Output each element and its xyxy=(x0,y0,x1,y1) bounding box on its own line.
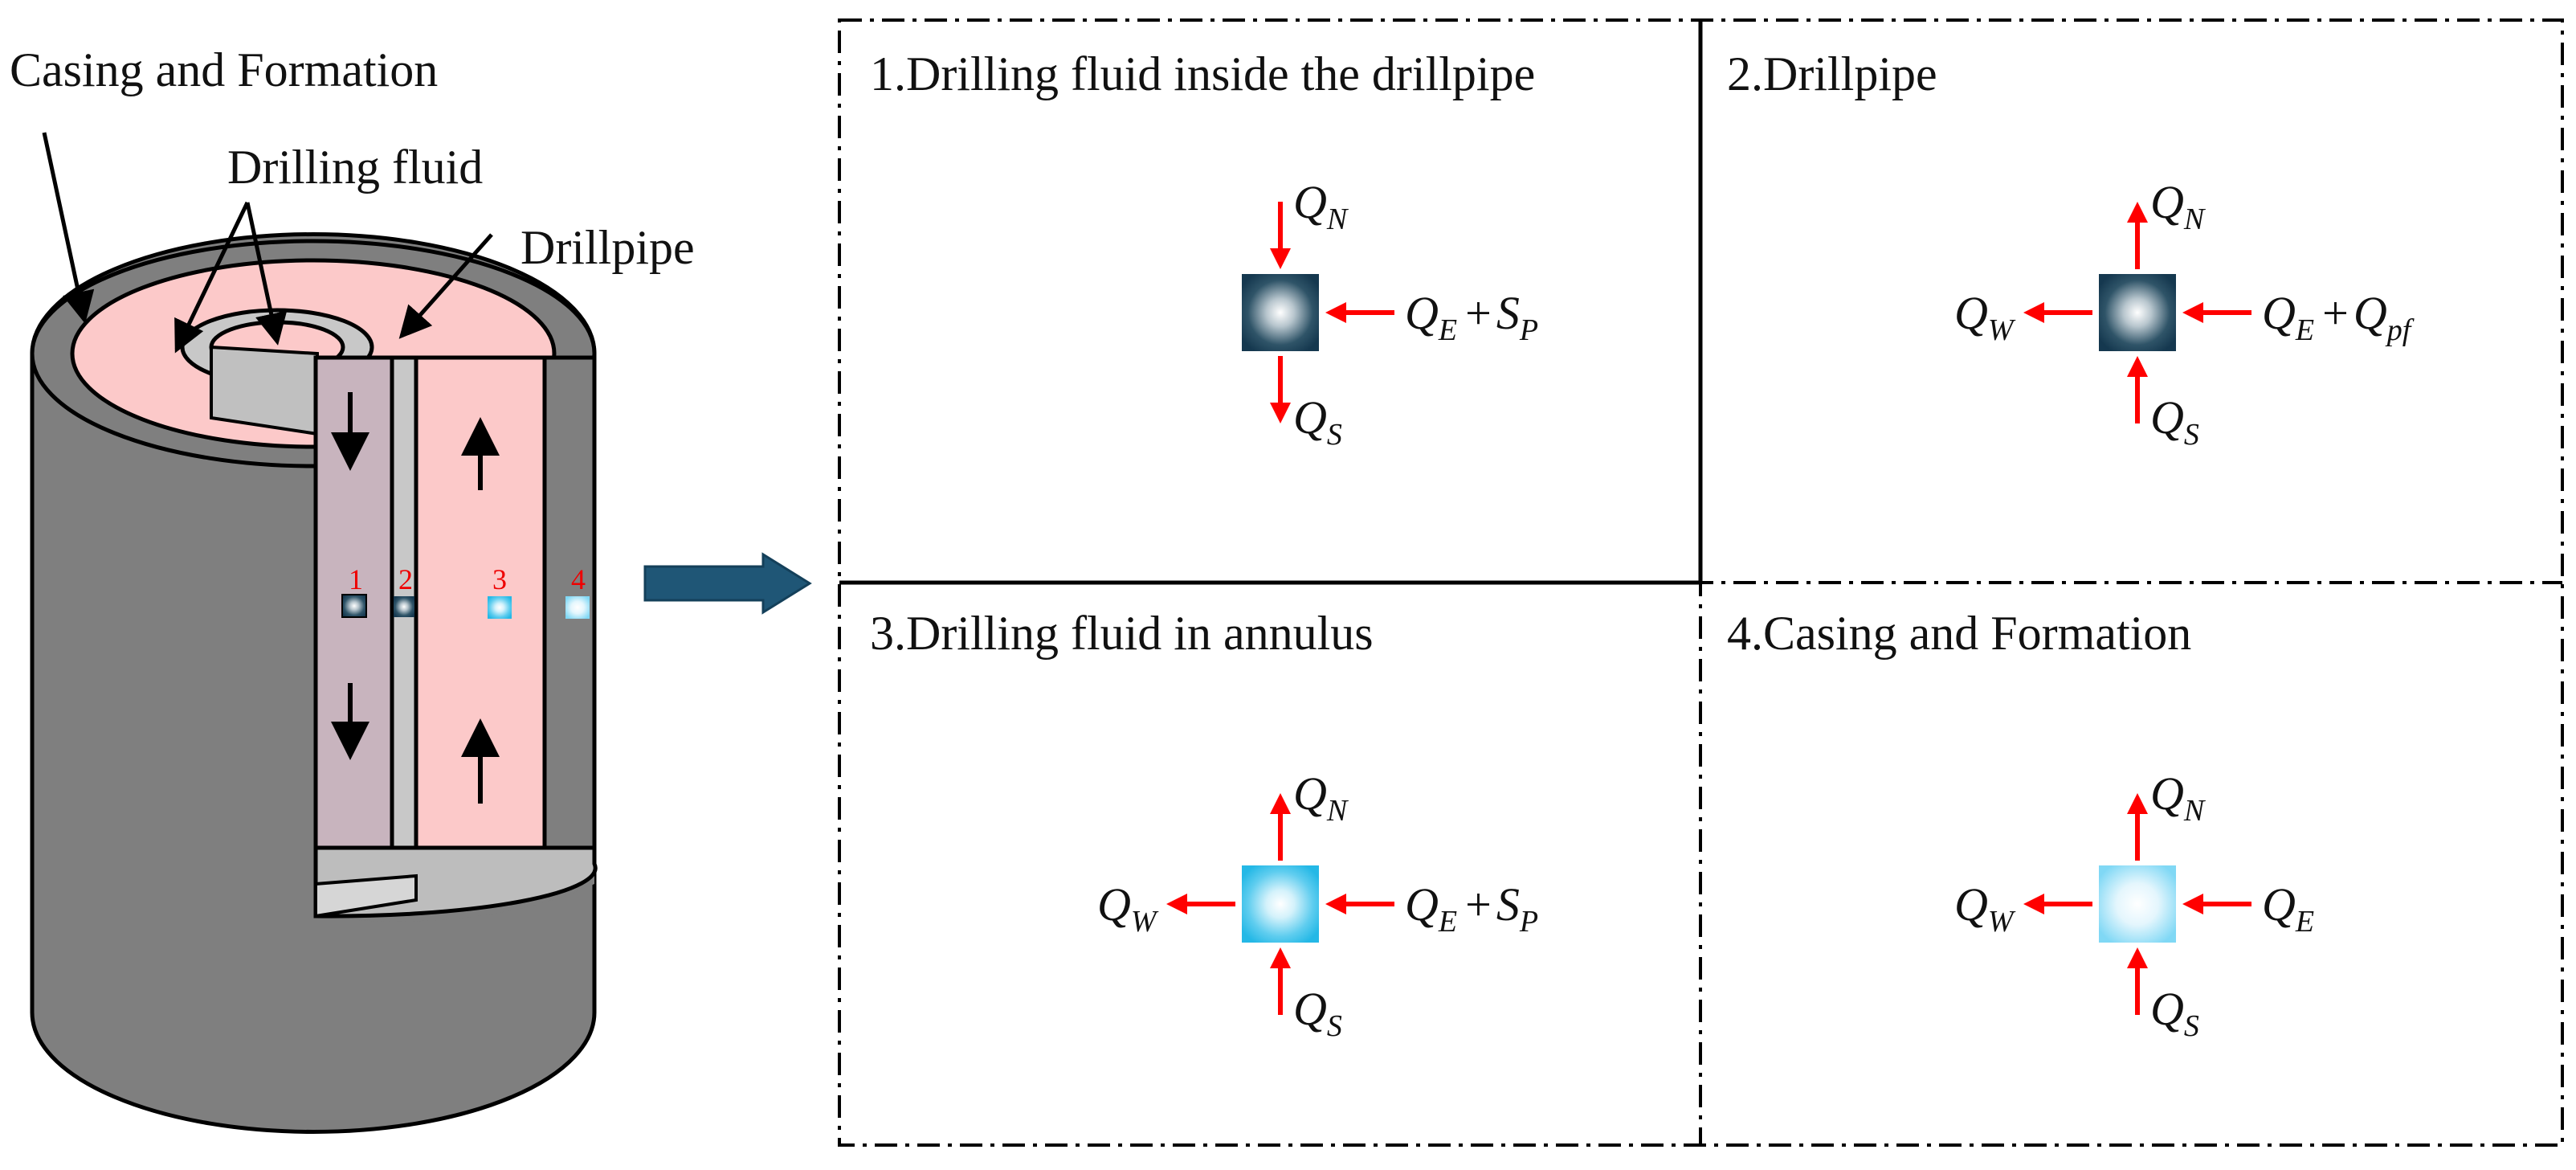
flux-e-label-1: QE+SP xyxy=(1405,287,1538,347)
flux-w-arrow-4 xyxy=(2023,894,2092,914)
leader-fluid-a xyxy=(174,201,250,354)
flux-s-label-4: QS xyxy=(2150,983,2199,1043)
stencil-cell-2 xyxy=(2099,274,2176,351)
cylinder-model: 1 2 3 4 xyxy=(30,232,598,1134)
flux-s-label-2: QS xyxy=(2150,391,2199,452)
node-number-1: 1 xyxy=(349,563,363,595)
flux-n-label-3: QN xyxy=(1293,767,1349,828)
flux-n-arrow-3 xyxy=(1270,793,1291,861)
stencil-cell-4 xyxy=(2099,865,2176,943)
flux-s-arrow-2 xyxy=(2127,356,2148,423)
flux-e-arrow-3 xyxy=(1325,894,1394,914)
flux-w-arrow-2 xyxy=(2023,302,2092,323)
flux-e-arrow-2 xyxy=(2182,302,2251,323)
flux-e-label-4: QE xyxy=(2262,878,2314,939)
node-cell-1 xyxy=(341,594,367,618)
flux-n-label-4: QN xyxy=(2150,767,2207,828)
flux-w-arrow-3 xyxy=(1166,894,1235,914)
stencil-cell-3 xyxy=(1242,865,1319,943)
node-number-2: 2 xyxy=(398,563,413,595)
node-number-4: 4 xyxy=(571,563,586,595)
node-cell-4 xyxy=(565,596,590,619)
leader-casing xyxy=(42,132,95,324)
flux-n-label-2: QN xyxy=(2150,176,2207,236)
panel-title-3: 3.Drilling fluid in annulus xyxy=(870,607,1374,660)
node-number-3: 3 xyxy=(492,563,507,595)
flux-s-arrow-3 xyxy=(1270,947,1291,1015)
flux-e-label-2: QE+Qpf xyxy=(2262,287,2415,347)
cutaway-bottom-step xyxy=(314,873,418,918)
panel-title-4: 4.Casing and Formation xyxy=(1727,607,2191,660)
node-cell-3 xyxy=(488,596,512,619)
leader-drillpipe xyxy=(398,233,493,339)
node-cell-2 xyxy=(394,596,414,617)
flux-n-arrow-2 xyxy=(2127,202,2148,269)
label-drillpipe: Drillpipe xyxy=(521,221,695,274)
flux-s-arrow-4 xyxy=(2127,947,2148,1015)
flux-n-arrow-1 xyxy=(1270,202,1291,269)
flux-w-label-4: QW xyxy=(1954,878,2016,939)
leader-fluid-b xyxy=(245,202,288,346)
label-drilling-fluid: Drilling fluid xyxy=(227,141,483,194)
flux-w-label-2: QW xyxy=(1954,287,2016,347)
flux-s-label-1: QS xyxy=(1293,391,1342,452)
flux-e-arrow-4 xyxy=(2182,894,2251,914)
panel-title-2: 2.Drillpipe xyxy=(1727,47,1937,100)
flux-n-arrow-4 xyxy=(2127,793,2148,861)
panel-title-1: 1.Drilling fluid inside the drillpipe xyxy=(870,47,1535,100)
flux-s-label-3: QS xyxy=(1293,983,1342,1043)
flux-e-arrow-1 xyxy=(1325,302,1394,323)
flux-n-label-1: QN xyxy=(1293,176,1349,236)
stencil-cell-1 xyxy=(1242,274,1319,351)
flux-s-arrow-1 xyxy=(1270,356,1291,423)
pipe-back-wall xyxy=(210,345,319,436)
flux-w-label-3: QW xyxy=(1097,878,1159,939)
transition-arrow xyxy=(643,552,812,615)
flux-e-label-3: QE+SP xyxy=(1405,878,1538,939)
label-casing-formation: Casing and Formation xyxy=(10,43,438,96)
